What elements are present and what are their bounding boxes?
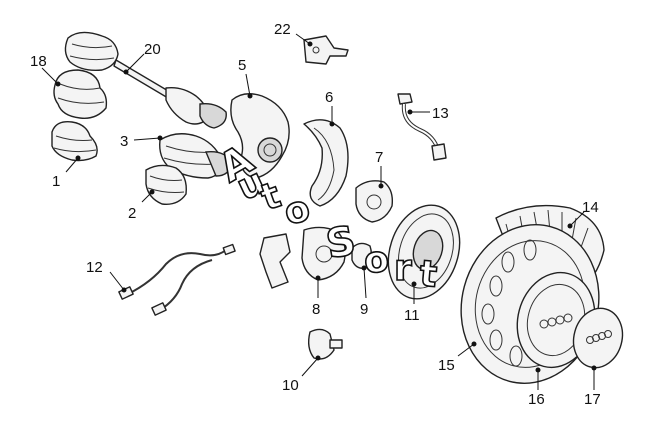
part-brake-carrier bbox=[259, 226, 346, 289]
part-caliper-housing bbox=[355, 180, 394, 223]
callout-15: 15 bbox=[438, 357, 455, 374]
callout-7: 7 bbox=[375, 149, 383, 166]
part-cv-boot-small bbox=[51, 121, 98, 162]
part-sensor-bracket bbox=[307, 328, 343, 360]
watermark-letter: r bbox=[394, 248, 412, 289]
callout-8: 8 bbox=[312, 301, 320, 318]
watermark-letter: o bbox=[280, 188, 315, 234]
callout-3: 3 bbox=[120, 133, 128, 150]
watermark-letter: o bbox=[362, 239, 390, 282]
part-steering-knuckle bbox=[230, 93, 290, 179]
callout-14: 14 bbox=[582, 199, 599, 216]
watermark-letter: t bbox=[418, 253, 439, 295]
callout-5: 5 bbox=[238, 57, 246, 74]
callout-20: 20 bbox=[144, 41, 161, 58]
callout-1: 1 bbox=[52, 173, 60, 190]
callout-6: 6 bbox=[325, 89, 333, 106]
part-bracket bbox=[303, 35, 349, 65]
callout-10: 10 bbox=[282, 377, 299, 394]
part-guide-pin bbox=[351, 242, 373, 270]
callout-9: 9 bbox=[360, 301, 368, 318]
callout-labels: 1 2 3 5 6 7 8 9 10 11 12 13 14 15 16 17 … bbox=[30, 21, 601, 408]
part-brake-shield bbox=[303, 119, 349, 207]
callout-16: 16 bbox=[528, 391, 545, 408]
callout-22: 22 bbox=[274, 21, 291, 38]
callout-17: 17 bbox=[584, 391, 601, 408]
part-boot bbox=[145, 164, 187, 205]
callout-11: 11 bbox=[404, 307, 420, 324]
callout-12: 12 bbox=[86, 259, 103, 276]
leader-lines bbox=[41, 33, 597, 390]
part-wiring-harness bbox=[118, 243, 236, 316]
callout-13: 13 bbox=[432, 105, 449, 122]
part-brake-hose bbox=[397, 93, 447, 161]
part-center-cap bbox=[572, 307, 624, 369]
callout-2: 2 bbox=[128, 205, 136, 222]
callout-18: 18 bbox=[30, 53, 47, 70]
part-cv-joint bbox=[159, 133, 233, 179]
part-cv-boot-large bbox=[53, 69, 108, 119]
